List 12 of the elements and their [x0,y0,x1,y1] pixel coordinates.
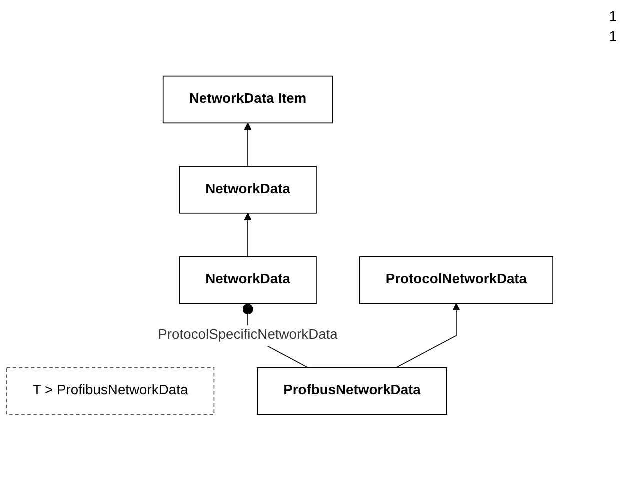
node-box: T > ProfibusNetworkData [6,367,215,416]
node-box: NetworkData [179,166,317,214]
multiplicity-label: 1 [609,8,617,24]
arrow [244,213,252,258]
node-box: ProfbusNetworkData [257,367,448,416]
arrow [396,303,460,368]
edge-label: ProtocolSpecificNetworkData [158,328,338,343]
node-box: NetworkData Item [162,76,334,124]
node-box: ProtocolNetworkData [359,256,554,304]
arrow [244,122,252,167]
multiplicity-label: 1 [609,28,617,44]
node-box: NetworkData [179,256,317,304]
